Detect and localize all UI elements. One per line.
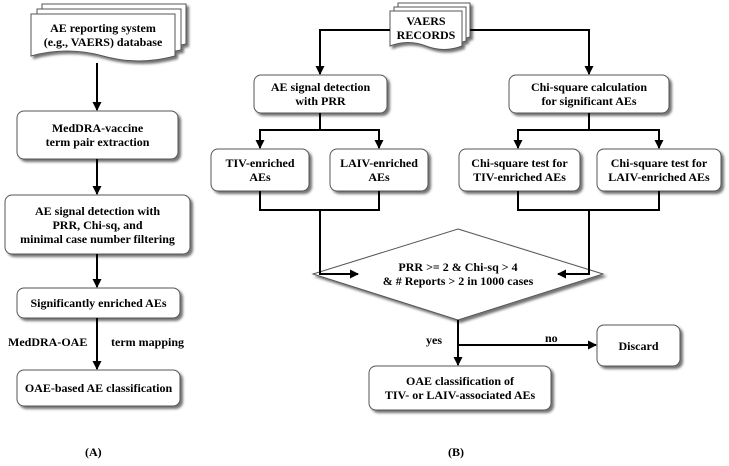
enriched-label: Significantly enriched AEs <box>30 296 167 310</box>
chi-calculation-label: Chi-square calculation for significant A… <box>530 80 648 108</box>
no-label: no <box>545 331 558 345</box>
arrow-chi-laiv <box>589 129 664 149</box>
arrow-prr-tiv <box>255 113 321 149</box>
join-chi <box>517 191 660 211</box>
signal-detection-label: AE signal detection with PRR, Chi-sq, an… <box>20 203 175 246</box>
panel-a-label: (A) <box>85 445 102 459</box>
chi-laiv-label: Chi-square test for LAIV-enriched AEs <box>608 156 710 184</box>
step-classification-box <box>16 369 181 407</box>
join-tiv-laiv <box>259 191 380 211</box>
mapping-left-label: MedDRA-OAE <box>8 335 88 349</box>
records-label: VAERS RECORDS <box>396 14 456 42</box>
arrow-prr-decision <box>319 210 359 279</box>
panel-b-label: (B) <box>448 445 464 459</box>
arrow-records-chi <box>470 29 594 75</box>
discard-box <box>596 324 681 367</box>
arrow-chi-tiv <box>513 113 590 149</box>
result-box <box>368 365 552 411</box>
arrow-chi-decision <box>557 210 590 279</box>
chi-tiv-box <box>458 148 581 192</box>
step-enriched-box <box>16 287 181 319</box>
laiv-enriched-label: LAIV-enriched AEs <box>340 156 418 184</box>
discard-label: Discard <box>618 338 659 353</box>
arrow-records-prr <box>315 29 390 75</box>
db-label: AE reporting system (e.g., VAERS) databa… <box>43 21 163 49</box>
tiv-enriched-label: TIV-enriched AEs <box>225 156 295 184</box>
db-document-stack <box>30 3 187 62</box>
mapping-right-label: term mapping <box>111 335 184 349</box>
arrow-prr-laiv <box>320 129 384 149</box>
records-document-stack <box>389 2 471 50</box>
term-pair-label: MedDRA-vaccine term pair extraction <box>45 121 150 149</box>
classification-label: OAE-based AE classification <box>24 381 173 395</box>
decision-label: PRR >= 2 & Chi-sq > 4 & # Reports > 2 in… <box>382 260 534 288</box>
result-label: OAE classification of TIV- or LAIV-assoc… <box>384 374 536 402</box>
prr-detection-label: AE signal detection with PRR <box>270 80 371 108</box>
yes-label: yes <box>426 333 442 347</box>
chi-tiv-label: Chi-square test for TIV-enriched AEs <box>471 156 568 184</box>
